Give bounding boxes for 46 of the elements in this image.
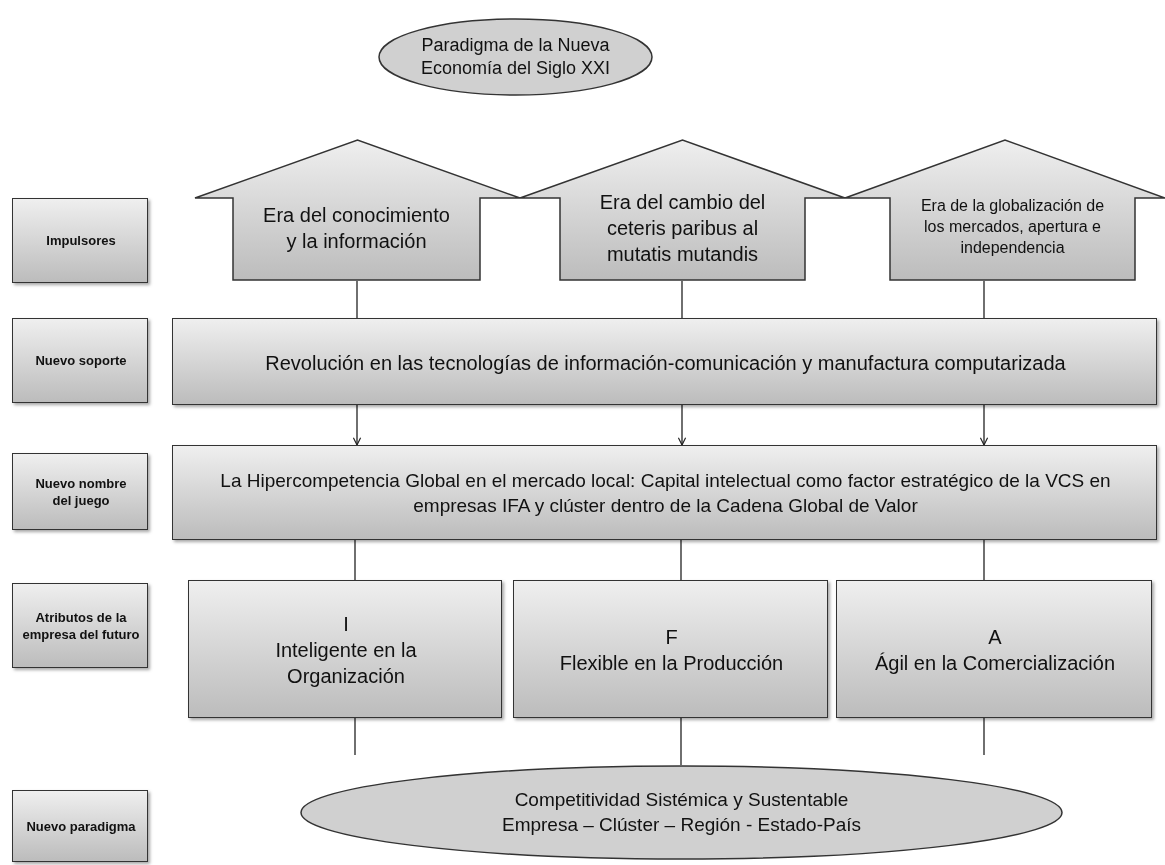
row-label-box <box>12 198 148 283</box>
node-text: Flexible en la Producción <box>559 651 784 676</box>
node-text: Empresa – Clúster – Región - Estado-País <box>501 812 861 837</box>
row-label: Impulsores <box>46 233 116 250</box>
node-text: Era de la globalización de los mercados, apertura e independencia <box>919 196 1106 258</box>
row-label-box <box>12 790 148 862</box>
row-label-box <box>12 453 148 530</box>
connector-line <box>680 539 682 581</box>
connector-line <box>356 280 358 319</box>
arrow <box>677 404 687 446</box>
node-text: A <box>988 625 1002 650</box>
house-arrow-shape <box>845 140 1165 281</box>
node-text: I <box>343 612 349 637</box>
arrow <box>979 404 989 446</box>
node-text: Inteligente en la Organización <box>274 638 418 689</box>
row-label: Nuevo paradigma <box>26 818 136 836</box>
row-label: Nuevo nombre del juego <box>34 475 128 510</box>
connector-line <box>680 717 682 766</box>
row-label: Atributos de la empresa del futuro <box>21 609 141 644</box>
row-label-box <box>12 318 148 403</box>
node-text: Era del cambio del ceteris paribus al mutatis mutandis <box>598 189 767 267</box>
process-box <box>172 445 1157 540</box>
row-label: Nuevo soporte <box>35 353 127 370</box>
connector-line <box>983 539 985 581</box>
row-label-box <box>12 583 148 668</box>
connector-line <box>983 280 985 319</box>
connector-line <box>354 717 356 756</box>
node-text: Competitividad Sistémica y Sustentable <box>514 787 849 812</box>
node-text: Era del conocimiento y la información <box>262 202 451 254</box>
node-text: F <box>665 625 678 650</box>
ellipse-node <box>378 18 653 96</box>
node-text: Ágil en la Comercialización <box>874 651 1116 676</box>
process-box <box>188 580 502 718</box>
node-text: La Hipercompetencia Global en el mercado local: Capital intelectual como factor estratégico de la VCS en empresas IFA y clúster dentro de la Cadena Global de Valor <box>219 468 1112 518</box>
connector-line <box>681 280 683 319</box>
house-arrow-shape <box>520 140 845 281</box>
node-text: Revolución en las tecnologías de información-comunicación y manufactura computarizada <box>265 350 1066 376</box>
house-arrow-shape <box>195 140 520 281</box>
connector-line <box>354 539 356 581</box>
arrow <box>352 404 362 446</box>
process-box <box>513 580 828 718</box>
ellipse-node <box>300 765 1063 860</box>
process-box <box>836 580 1152 718</box>
process-box <box>172 318 1157 405</box>
connector-line <box>983 717 985 756</box>
node-text: Paradigma de la Nueva Economía del Siglo XXI <box>419 33 612 80</box>
